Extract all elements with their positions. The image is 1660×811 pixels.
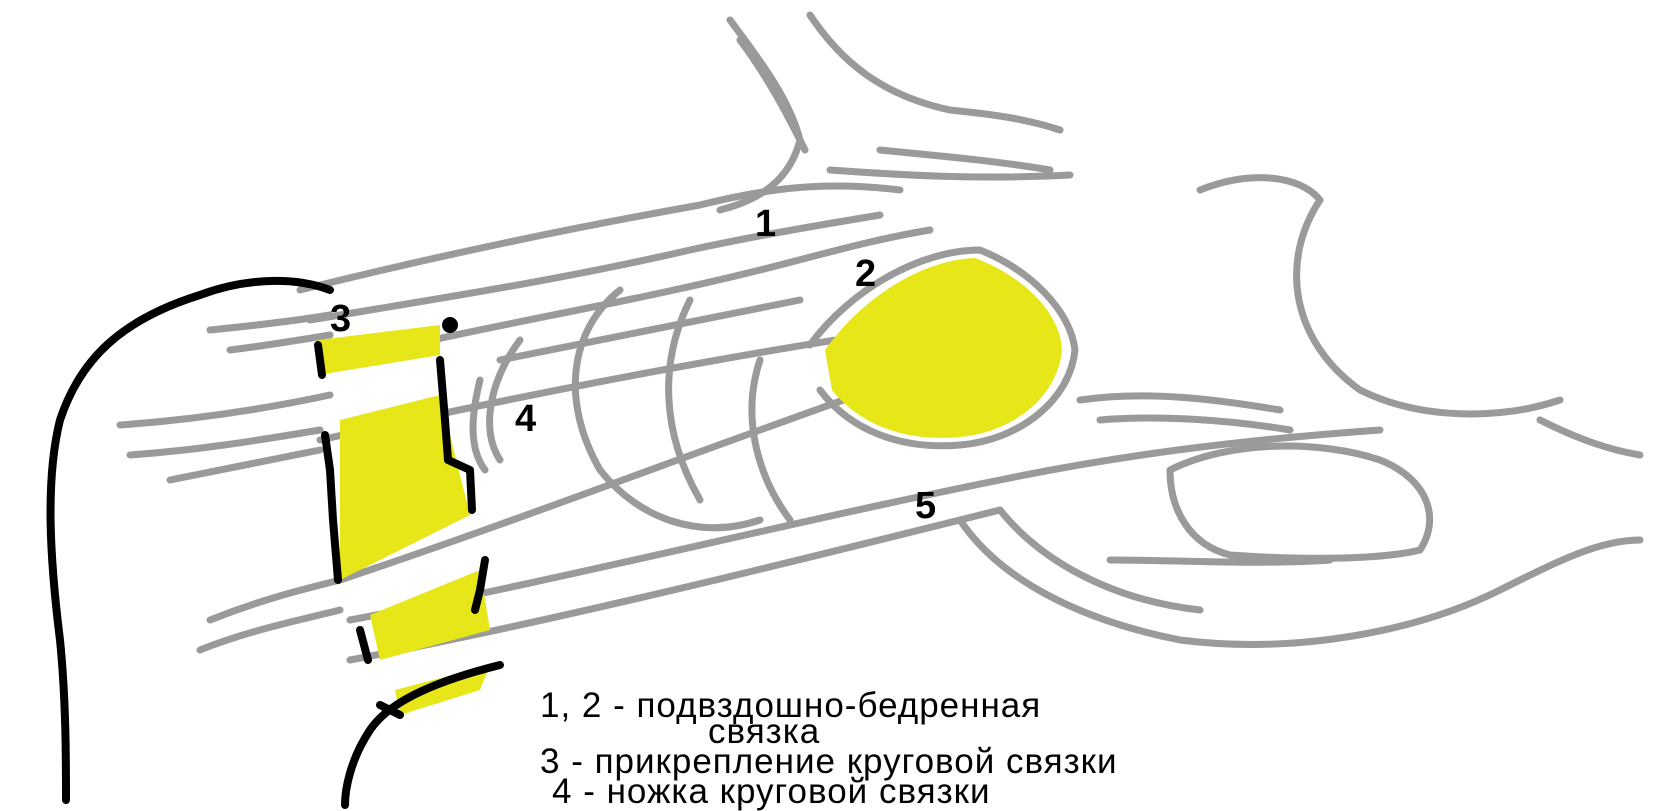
attachment-dot — [442, 317, 458, 333]
label-3: 3 — [330, 300, 351, 338]
label-2: 2 — [855, 255, 876, 293]
label-4: 4 — [515, 400, 536, 438]
circular-ligament-attachment-mid — [340, 395, 470, 580]
label-5: 5 — [915, 487, 936, 525]
bone-outline — [51, 281, 500, 805]
femur-outline — [51, 281, 330, 800]
label-1: 1 — [755, 205, 776, 243]
legend-item-4: 4 - ножка круговой связки — [552, 774, 991, 809]
